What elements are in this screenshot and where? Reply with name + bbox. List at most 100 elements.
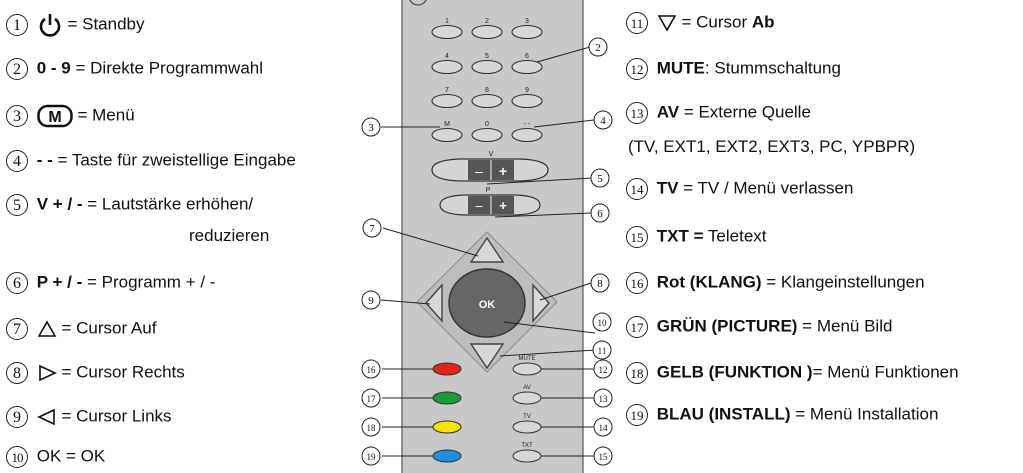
digit-label: 0 (485, 121, 489, 128)
legend-key: TV (656, 178, 679, 198)
callout-number: 2 (6, 58, 28, 80)
callout-circle (590, 203, 610, 223)
triangle-up-icon (37, 320, 57, 337)
triangle-down-icon (657, 15, 677, 32)
av-label: AV (523, 385, 531, 391)
digit-button[interactable] (511, 127, 543, 143)
legend-item-10: 10 OK = OK (6, 446, 105, 468)
callout-circle (593, 359, 613, 379)
cursor-up-button (469, 236, 505, 263)
callout-number: 11 (626, 12, 648, 34)
callout-number: 4 (6, 150, 28, 172)
av-button (512, 391, 542, 405)
svg-text:M: M (48, 109, 61, 126)
callout-number: 9 (6, 406, 28, 428)
volume-minus-label: – (475, 163, 483, 179)
digit-button[interactable] (471, 24, 503, 40)
txt-button (512, 449, 542, 463)
legend-text: = Lautstärke erhöhen/ (82, 194, 254, 214)
digit-label: 7 (445, 87, 449, 94)
callout-circle (361, 359, 381, 379)
cursor-right-button (532, 283, 550, 323)
callout-circle (593, 446, 613, 466)
callout-number: 14 (626, 178, 648, 200)
cursor-left-button (425, 283, 443, 323)
navigation-pad: OK (416, 231, 558, 373)
legend-item-5: 5 V + / - = Lautstärke erhöhen/ (6, 194, 253, 216)
digit-button[interactable] (431, 59, 463, 75)
digit-button[interactable] (511, 59, 543, 75)
digit-label: 4 (445, 53, 449, 60)
callout-label: 6 (597, 208, 603, 220)
callout-label: 16 (367, 365, 377, 375)
callout-circle (593, 388, 613, 408)
legend-key: P + / - (36, 272, 83, 292)
callout-number: 3 (6, 105, 28, 127)
digit-button[interactable] (431, 127, 463, 143)
callout-number: 12 (626, 58, 648, 80)
callout-label: 10 (598, 318, 608, 328)
legend-text: = Menü Installation (790, 404, 939, 424)
legend-key: GRÜN (PICTURE) (656, 316, 798, 336)
volume-rocker: – + V (431, 151, 549, 182)
callout-label: 14 (599, 423, 609, 433)
callout-circle (593, 417, 613, 437)
callout-number: 5 (6, 194, 28, 216)
legend-text: : Stummschaltung (704, 58, 841, 78)
legend-text: = Cursor Links (61, 406, 172, 426)
callout-number: 6 (6, 272, 28, 294)
legend-item-2: 2 0 - 9 = Direkte Programmwahl (6, 58, 263, 80)
callout-number: 13 (626, 102, 648, 124)
digit-label: 3 (525, 18, 529, 25)
mute-label: MUTE (519, 356, 536, 362)
function-buttons: MUTE AV TV TXT (512, 356, 542, 463)
legend-text: = Direkte Programmwahl (70, 58, 264, 78)
legend-item-15: 15 TXT = Teletext (626, 226, 767, 248)
volume-label: V (489, 151, 494, 158)
mute-button (512, 362, 542, 376)
ok-button (448, 268, 526, 338)
legend-key: BLAU (INSTALL) (656, 404, 791, 424)
callout-circle (361, 417, 381, 437)
digit-button[interactable] (471, 93, 503, 109)
callout-number: 10 (6, 446, 28, 468)
legend-item-1: 1 = Standby (6, 12, 145, 38)
legend-text: OK = OK (36, 446, 106, 466)
callout-circle (590, 168, 610, 188)
legend-text: = Taste für zweistellige Eingabe (52, 150, 296, 170)
legend-item-6: 6 P + / - = Programm + / - (6, 272, 215, 294)
legend-text: = TV / Menü verlassen (678, 178, 854, 198)
digit-label: 1 (445, 18, 449, 25)
legend-key: V + / - (36, 194, 83, 214)
legend-text: = Standby (67, 14, 145, 34)
digit-button[interactable] (471, 127, 503, 143)
digit-button[interactable] (431, 24, 463, 40)
legend-text: = Menü Funktionen (812, 362, 959, 382)
digit-button[interactable] (511, 93, 543, 109)
yellow-button (432, 420, 462, 434)
callout-label: 13 (599, 394, 609, 404)
callout-label: 18 (367, 423, 377, 433)
digit-button[interactable] (511, 24, 543, 40)
callout-number: 17 (626, 316, 648, 338)
callout-label: 2 (595, 42, 601, 54)
callout-circle (361, 446, 381, 466)
triangle-right-icon (38, 364, 57, 382)
callout-circle (590, 273, 610, 293)
tv-button (512, 420, 542, 434)
program-rocker: – + P (439, 187, 541, 216)
callout-number: 18 (626, 362, 648, 384)
callout-circle (593, 110, 613, 130)
digit-button[interactable] (471, 59, 503, 75)
legend-key: GELB (FUNKTION ) (656, 362, 813, 382)
digit-label: - - (524, 121, 531, 128)
legend-key: TXT = (656, 226, 704, 246)
legend-text: = Menü (77, 105, 135, 125)
callout-circle (361, 290, 381, 310)
callout-number: 1 (6, 14, 28, 36)
digit-button[interactable] (431, 93, 463, 109)
callout-circle (361, 388, 381, 408)
digit-label: 2 (485, 18, 489, 25)
